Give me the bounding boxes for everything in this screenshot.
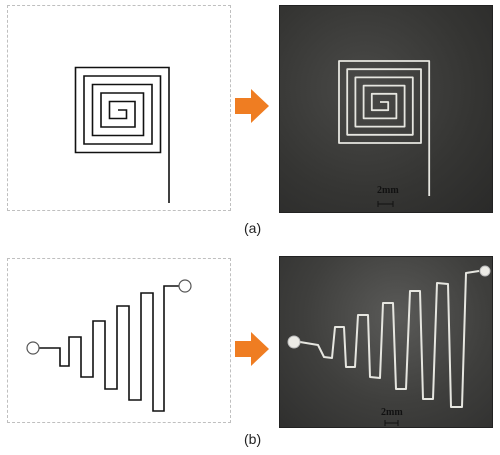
panel-label-a: (a) [244, 220, 262, 236]
scale-bar-a [377, 201, 394, 207]
arrow-right-icon [235, 89, 271, 123]
printed-photo-b: 2mm [279, 256, 493, 428]
panel-label-b: (b) [244, 431, 262, 447]
printed-meander [287, 265, 491, 426]
scale-label-b: 2mm [381, 407, 403, 418]
start-pad [26, 341, 40, 355]
end-pad [178, 279, 192, 293]
meander-design [26, 279, 192, 412]
design-box-b [7, 258, 231, 423]
scale-bar-b [384, 420, 399, 426]
printed-square-spiral [338, 60, 431, 207]
scale-label-a: 2mm [377, 185, 399, 196]
printed-end-pad [479, 265, 491, 277]
arrow-right-icon [235, 332, 271, 366]
design-box-a [7, 5, 231, 211]
square-spiral-design [74, 66, 170, 203]
printed-photo-a: 2mm [279, 5, 493, 213]
printed-start-pad [287, 335, 301, 349]
